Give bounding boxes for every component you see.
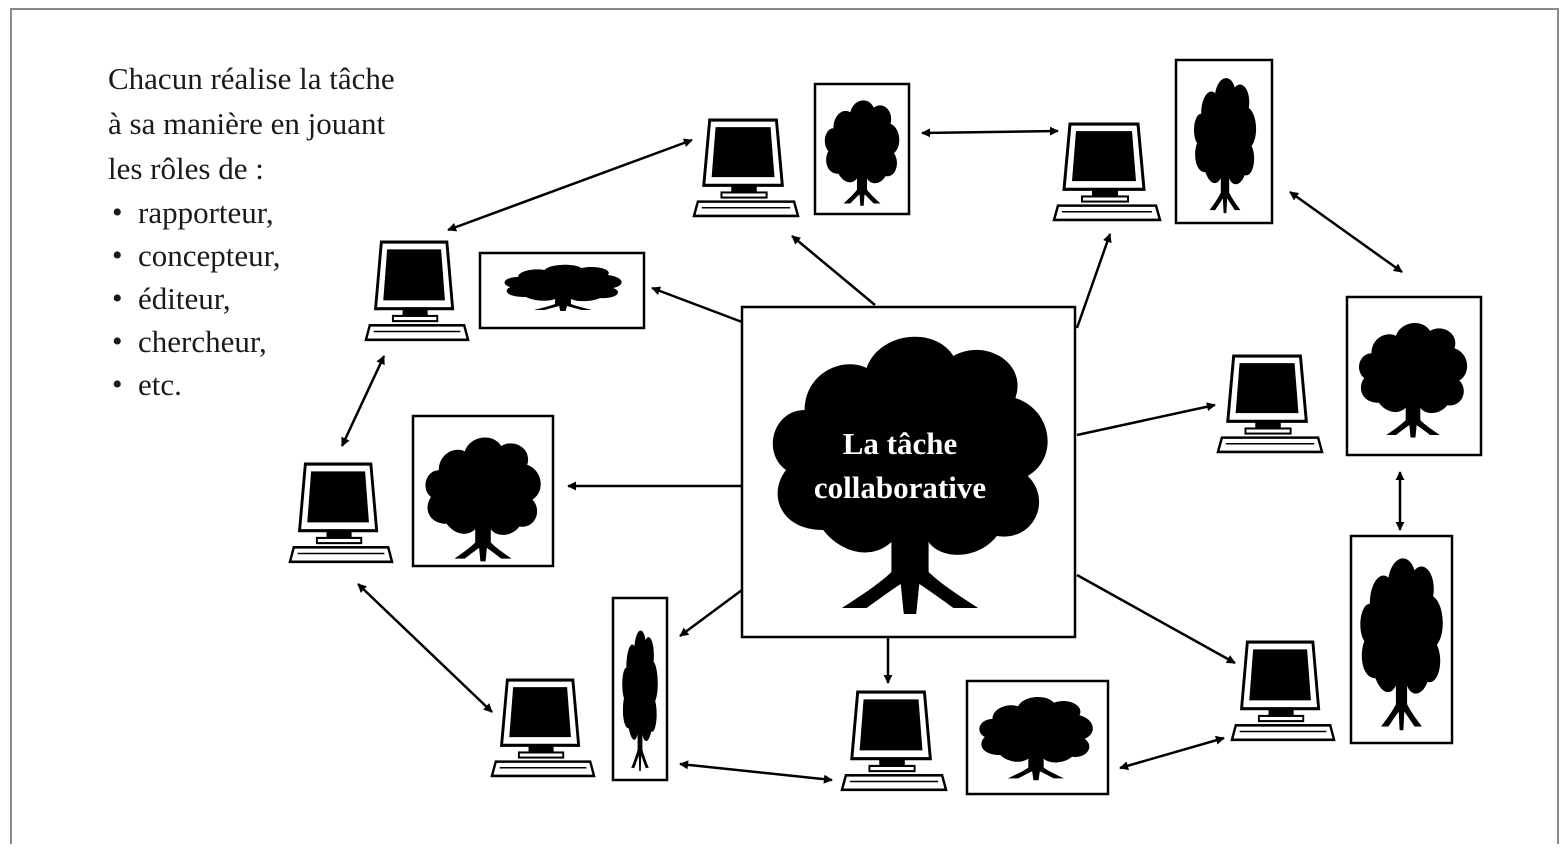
version-box (611, 596, 669, 782)
computer-icon (1230, 640, 1336, 742)
double-arrow (357, 583, 493, 713)
center-arrows (567, 233, 1236, 684)
double-arrow (1289, 190, 1403, 274)
computer-icon (692, 118, 800, 218)
double-arrow (921, 126, 1059, 138)
version-boxes (411, 58, 1483, 796)
version-box (1349, 534, 1454, 745)
version-box (478, 251, 646, 330)
computer-icon (490, 678, 596, 778)
double-arrow (447, 138, 693, 232)
computer-icon (364, 240, 470, 342)
double-arrow (1119, 735, 1225, 771)
computer-icon (288, 462, 394, 564)
version-box (1174, 58, 1274, 225)
version-box (965, 679, 1110, 796)
version-box (813, 82, 911, 216)
arrow (1076, 402, 1216, 437)
arrow (791, 235, 876, 306)
computer-icon (840, 690, 948, 792)
central-task (740, 305, 1077, 639)
intro-text: Chacun réalise la tâche à sa manière en … (108, 56, 488, 406)
role-item: rapporteur, (108, 191, 488, 234)
center-label-line-1: La tâche (842, 426, 958, 461)
version-box (411, 414, 555, 568)
version-box (1345, 295, 1483, 457)
double-arrow (679, 760, 833, 784)
center-label: La tâche collaborative (790, 422, 1010, 510)
role-item: chercheur, (108, 320, 488, 363)
center-label-line-2: collaborative (813, 470, 987, 505)
arrow (679, 588, 743, 638)
roles-list: rapporteur, concepteur, éditeur, cherche… (108, 191, 488, 406)
arrow (1075, 233, 1112, 329)
computer-icon (1216, 354, 1324, 454)
intro-line-2: à sa manière en jouant (108, 106, 386, 141)
arrow (1076, 573, 1236, 665)
role-item: concepteur, (108, 234, 488, 277)
intro-line-3: les rôles de : (108, 151, 264, 186)
role-item: éditeur, (108, 277, 488, 320)
arrow (651, 286, 743, 324)
intro-line-1: Chacun réalise la tâche (108, 61, 395, 96)
double-arrow (340, 355, 386, 447)
role-item: etc. (108, 363, 488, 406)
ring-arrows (340, 126, 1405, 784)
computer-icon (1052, 122, 1162, 222)
